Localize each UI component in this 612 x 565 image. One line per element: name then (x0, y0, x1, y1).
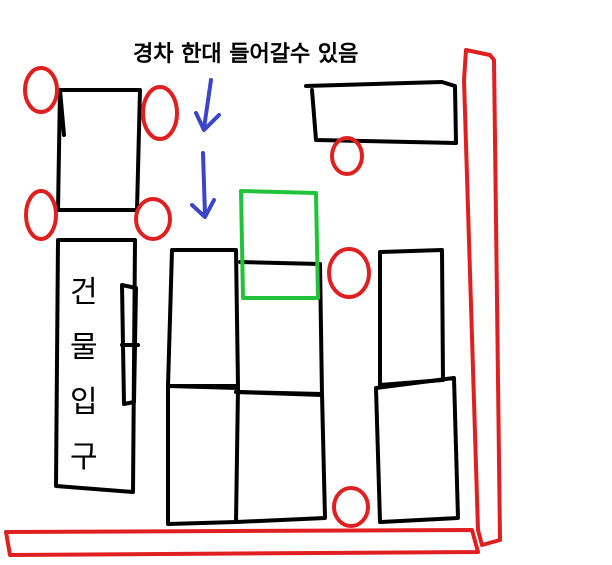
parking-stalls (54, 80, 460, 526)
building-entrance-block (54, 238, 137, 494)
entrance-char-2: 물 (70, 330, 98, 365)
marker-circle (332, 486, 370, 528)
boundary-right-wall (462, 48, 502, 547)
stall-middle-left (166, 248, 240, 388)
entrance-char-4: 구 (70, 440, 98, 475)
marker-circle (23, 66, 59, 114)
marker-circle (141, 85, 179, 141)
boundary-bottom-wall (4, 528, 480, 557)
marker-circle (24, 189, 58, 241)
obstacle-markers (23, 66, 371, 528)
building-entrance-label: 건 물 입 구 (70, 275, 98, 475)
arrow-down-icon (194, 78, 221, 132)
stall-middle-center (234, 260, 324, 397)
entrance-char-3: 입 (70, 385, 98, 420)
stall-right-upper (378, 248, 445, 387)
marker-circle (330, 136, 364, 176)
stall-top-right-horizontal (304, 80, 458, 145)
site-boundary (4, 48, 502, 557)
entrance-char-1: 건 (70, 275, 98, 310)
stall-lower-left (166, 384, 240, 526)
stall-right-lower (374, 376, 460, 524)
stall-top-left (56, 88, 142, 212)
arrow-down-icon (190, 151, 216, 219)
marker-circle (134, 197, 172, 241)
entrance-side-marker (120, 283, 140, 406)
highlighted-compact-spot (239, 189, 320, 300)
stall-lower-center (234, 390, 327, 524)
marker-circle (327, 247, 371, 299)
caption-text: 경차 한대 들어갈수 있음 (133, 42, 358, 67)
direction-arrows (190, 78, 221, 219)
